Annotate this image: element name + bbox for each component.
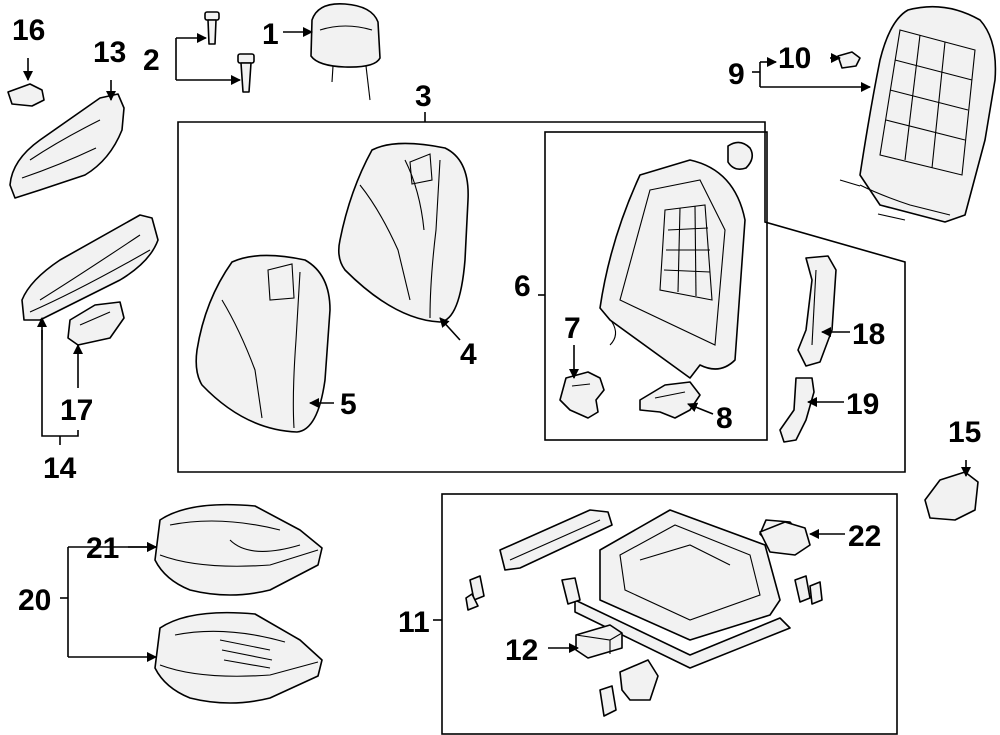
callout-7: 7	[564, 312, 581, 345]
headrest-part[interactable]	[310, 3, 381, 101]
control-module-part[interactable]	[575, 624, 623, 659]
seat-cushion-pad-part[interactable]	[154, 611, 323, 704]
callout-11: 11	[398, 606, 430, 639]
callout-20: 20	[18, 584, 51, 617]
lower-trim-part[interactable]	[779, 377, 815, 443]
seat-switch-part[interactable]	[67, 301, 125, 346]
callout-13: 13	[93, 36, 126, 69]
callout-18: 18	[852, 318, 885, 351]
callout-14: 14	[43, 452, 77, 485]
callout-6: 6	[514, 270, 531, 303]
callout-10: 10	[778, 42, 811, 75]
callout-8: 8	[716, 402, 733, 435]
seat-track-part[interactable]	[465, 509, 823, 717]
callout-9: 9	[728, 58, 745, 91]
recliner-bracket-part[interactable]	[639, 381, 701, 419]
seatback-rear-panel-part[interactable]	[839, 5, 997, 223]
callout-1: 1	[262, 18, 279, 51]
wire-clip-part[interactable]	[759, 521, 811, 556]
callout-12: 12	[505, 634, 538, 667]
callout-19: 19	[846, 388, 879, 421]
callout-3: 3	[415, 80, 432, 113]
side-shield-part[interactable]	[9, 93, 125, 199]
seatback-frame-part[interactable]	[599, 141, 754, 379]
callout-15: 15	[948, 416, 981, 449]
callout-labels: 1 2 3 4 5 6 7 8 9 10 11 12 13 14 15 16 1…	[12, 14, 981, 667]
clip-part[interactable]	[837, 51, 861, 69]
end-cap-part[interactable]	[924, 471, 979, 521]
seat-track-group-box	[441, 493, 898, 735]
seatback-pad-part[interactable]	[195, 254, 331, 433]
seat-cushion-cover-part[interactable]	[154, 503, 323, 596]
callout-21: 21	[86, 532, 119, 565]
seatback-cover-part[interactable]	[338, 142, 469, 323]
frame-bracket-part[interactable]	[559, 371, 605, 419]
knob-part[interactable]	[7, 83, 45, 107]
trim-strip-part[interactable]	[797, 255, 837, 367]
frame-subgroup-box	[544, 131, 768, 441]
callout-2: 2	[143, 44, 160, 77]
leader-lines	[23, 27, 971, 662]
callout-4: 4	[460, 338, 477, 371]
callout-17: 17	[60, 394, 93, 427]
callout-5: 5	[340, 388, 357, 421]
outer-side-shield-part[interactable]	[21, 214, 159, 321]
seatback-group-frame	[177, 121, 906, 473]
callout-22: 22	[848, 520, 881, 553]
headrest-guide-part[interactable]	[204, 11, 255, 93]
callout-16: 16	[12, 14, 45, 47]
